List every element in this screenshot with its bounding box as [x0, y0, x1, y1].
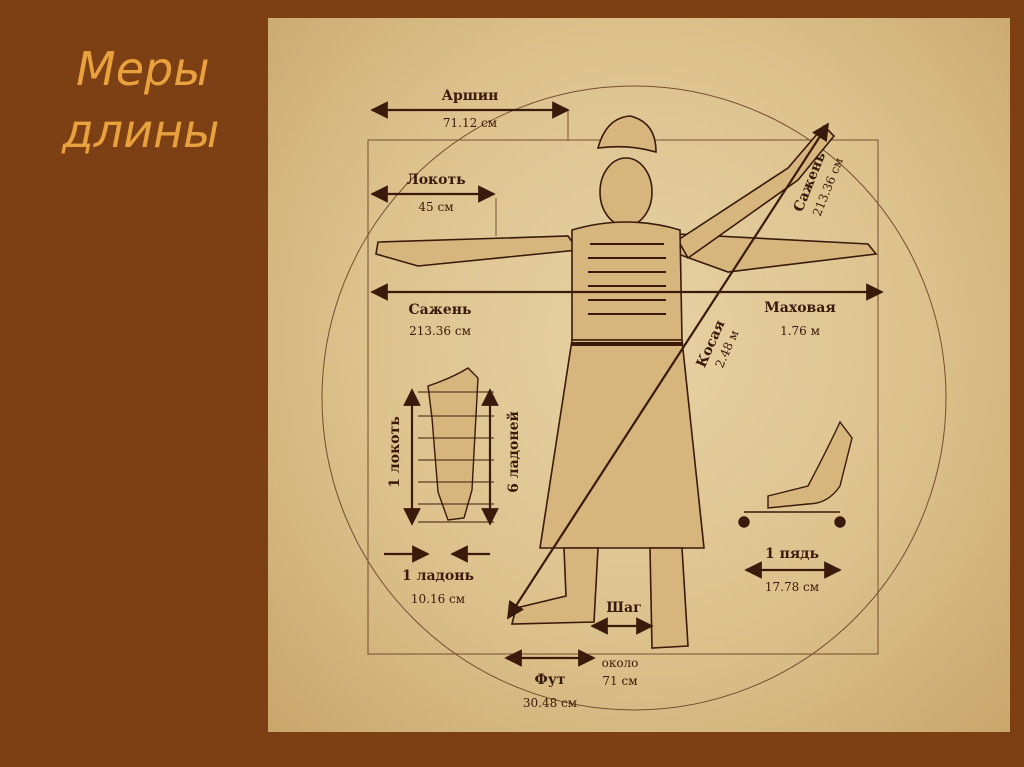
- sazhen-name: Сажень: [408, 302, 472, 318]
- illustration-drawing: [321, 85, 947, 711]
- shag-name: Шаг: [606, 600, 642, 616]
- head: [599, 157, 653, 227]
- span-hand-inset: [738, 420, 853, 528]
- forearm-drawing: [427, 367, 479, 521]
- left-arm: [375, 235, 580, 267]
- measure-arrows: [370, 101, 884, 667]
- title-line-2: длины: [62, 104, 220, 158]
- measures-illustration: Аршин 71.12 см Локоть 45 см Сажень 213.3…: [268, 18, 1010, 732]
- sazhen-value: 213.36 см: [409, 324, 471, 338]
- kosaya-arrow: [507, 122, 829, 620]
- lokot-hand-label: 1 локоть: [387, 416, 403, 488]
- hat: [596, 115, 657, 154]
- title-line-1: Меры: [76, 42, 210, 96]
- makhovaya-name: Маховая: [764, 300, 836, 316]
- span-left-point: [738, 516, 750, 528]
- vitruvian-circle: [321, 85, 947, 711]
- span-hand-drawing: [767, 420, 853, 509]
- fut-value: 30.48 см: [522, 696, 578, 710]
- shag-value-line1: около: [601, 656, 639, 670]
- ladon-value: 10.16 см: [410, 592, 466, 606]
- lokot-value: 45 см: [418, 200, 454, 214]
- pyad-value: 17.78 см: [764, 580, 820, 594]
- shag-value-line2: 71 см: [602, 674, 638, 688]
- forearm-inset: [418, 367, 494, 523]
- kaftan-top: [571, 221, 683, 341]
- slide-title: Меры длины: [62, 38, 262, 162]
- arshin-name: Аршин: [441, 88, 499, 104]
- arshin-value: 71.12 см: [442, 116, 498, 130]
- fut-name: Фут: [534, 672, 566, 688]
- span-right-point: [834, 516, 846, 528]
- pyad-name: 1 пядь: [764, 546, 820, 562]
- ladoney-label: 6 ладоней: [506, 411, 522, 493]
- ladon-name: 1 ладонь: [402, 568, 474, 584]
- makhovaya-value: 1.76 м: [780, 324, 820, 338]
- lokot-name: Локоть: [406, 172, 466, 188]
- left-boot: [510, 547, 599, 625]
- right-boot: [649, 547, 689, 649]
